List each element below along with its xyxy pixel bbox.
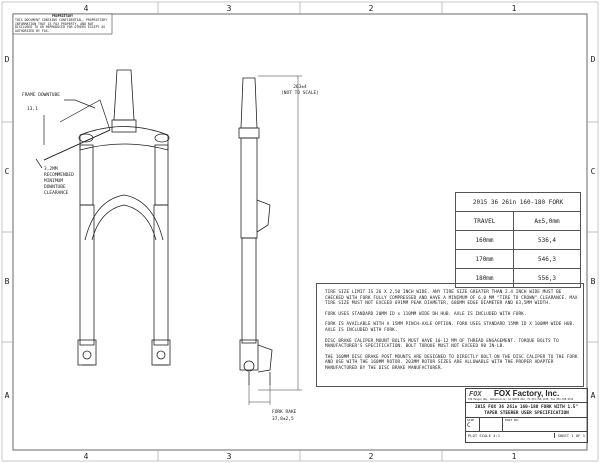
a-cell: 536,4 (513, 230, 581, 250)
zone-row-a: A (5, 391, 10, 400)
fork-front-view (77, 69, 171, 366)
fox-logo: FOX (469, 390, 482, 398)
note-2: FORK USES STANDARD 20MM ID x 110MM WIDE … (325, 311, 527, 317)
clearance-line-5: CLEARANCE (44, 190, 69, 196)
travel-cell: 170mm (455, 249, 514, 269)
company-name: FOX Factory, Inc. (494, 389, 560, 398)
zone-row-d-right: D (591, 55, 596, 64)
a-cell: 546,3 (513, 249, 581, 269)
header-a: A±5,0mm (513, 211, 581, 231)
notes-box: TIRE SIZE LIMIT IS 26 X 2,50 INCH WIDE. … (316, 283, 584, 387)
part-no-label: PART NO. (505, 418, 520, 422)
title-line-1: 2015 FOX 36 26in 160-180 FORK WITH 1.5" (474, 405, 579, 410)
zone-col-4-bottom: 4 (84, 452, 89, 461)
zone-col-2: 2 (369, 4, 374, 13)
note-4: DISC BRAKE CALIPER MOUNT BOLTS MUST HAVE… (325, 338, 559, 350)
note-5: THE 160MM DISC BRAKE POST MOUNTS ARE DES… (325, 354, 578, 371)
not-to-scale-label: (NOT TO SCALE) (281, 90, 319, 96)
zone-col-3-bottom: 3 (227, 452, 232, 461)
frame-downtube (35, 99, 111, 169)
size-label: SIZE (467, 418, 475, 422)
travel-cell: 160mm (455, 230, 514, 250)
zone-row-c: C (5, 167, 10, 176)
zone-col-2-bottom: 2 (369, 452, 374, 461)
clearance-line-3: MINIMUM (44, 178, 63, 184)
note-1: TIRE SIZE LIMIT IS 26 X 2,50 INCH WIDE. … (325, 290, 578, 307)
zone-col-3: 3 (227, 4, 232, 13)
zone-col-1: 1 (512, 4, 517, 13)
header-travel: TRAVEL (455, 211, 514, 231)
drawing-title: 2015 FOX 36 26in 160-180 FORK WITH 1.5" … (466, 403, 587, 418)
frame-downtube-label: FRAME DOWNTUBE (22, 92, 60, 98)
size-value: C (467, 422, 471, 429)
zone-row-d: D (5, 55, 10, 64)
size-row: SIZE C PART NO. (466, 418, 587, 432)
fork-rake-value: 37,8±2,5 (272, 416, 294, 422)
title-line-2: TAPER STEERER USER SPECIFICATION (484, 411, 569, 416)
fork-side-view (238, 77, 273, 385)
zone-row-a-right: A (591, 391, 596, 400)
plot-scale: PLOT SCALE 4:1 (468, 433, 501, 438)
title-block: FOX FOX Factory, Inc. 130 Hangar Way, Wa… (465, 388, 588, 443)
dim-13-label: 13,1 (27, 106, 38, 112)
spec-table-title: 2015 36 26in 160-180 FORK (455, 192, 581, 212)
sheet-number: SHEET 1 OF 1 (553, 433, 585, 438)
proprietary-text: THIS DOCUMENT CONTAINS CONFIDENTIAL, PRO… (15, 17, 108, 34)
company-address: 130 Hangar Way, Watsonville, CA 95076 US… (468, 398, 574, 401)
zone-row-b: B (5, 277, 10, 286)
zone-col-4: 4 (84, 4, 89, 13)
note-3: FORK IS AVAILABLE WITH A 15MM PINCH-AXLE… (325, 322, 575, 333)
dimension-lines (248, 75, 302, 405)
proprietary-notice: PROPRIETARY THIS DOCUMENT CONTAINS CONFI… (15, 14, 110, 34)
company-row: FOX FOX Factory, Inc. 130 Hangar Way, Wa… (466, 389, 587, 403)
clearance-line-4: DOWNTUBE (44, 184, 66, 190)
clearance-line-2: RECOMMENDED (44, 172, 74, 178)
proprietary-title: PROPRIETARY (51, 14, 74, 18)
zone-row-c-right: C (591, 167, 596, 176)
fork-rake-label: FORK RAKE (272, 409, 297, 415)
zone-col-1-bottom: 1 (512, 452, 517, 461)
zone-row-b-right: B (591, 277, 596, 286)
clearance-line-1: 3,2MM (44, 166, 58, 172)
size-cell: SIZE C (466, 418, 480, 431)
scale-row: PLOT SCALE 4:1 SHEET 1 OF 1 (466, 432, 587, 439)
proprietary-box (12, 13, 113, 35)
steerer-dim-label: 263±4 (293, 84, 307, 90)
